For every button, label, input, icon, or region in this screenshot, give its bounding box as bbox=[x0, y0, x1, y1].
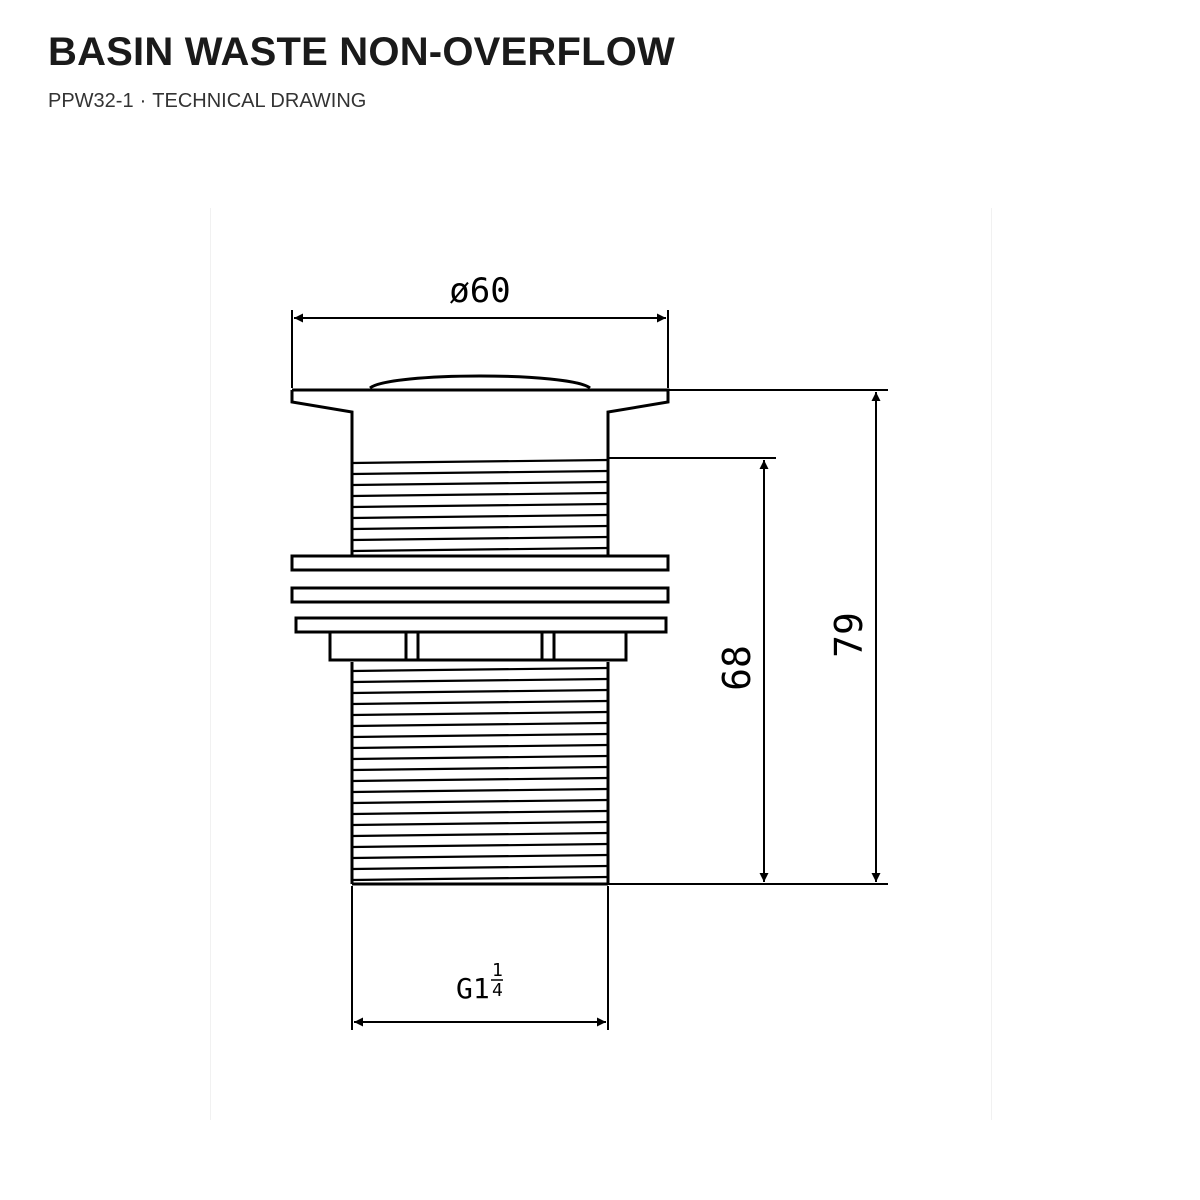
subtitle-separator: · bbox=[139, 90, 147, 112]
thread-line bbox=[351, 798, 609, 805]
flange bbox=[290, 388, 670, 458]
thread-line bbox=[351, 721, 609, 728]
washer-3 bbox=[294, 616, 668, 634]
washer-1 bbox=[290, 554, 670, 572]
thread-length-label: 68 bbox=[715, 645, 759, 691]
thread-line bbox=[351, 480, 609, 487]
thread-line bbox=[351, 875, 609, 882]
thread-line bbox=[351, 787, 609, 794]
thread-line bbox=[351, 688, 609, 695]
dome-cap bbox=[369, 374, 591, 390]
thread-line bbox=[351, 842, 609, 849]
thread-line bbox=[351, 502, 609, 509]
thread-line bbox=[351, 809, 609, 816]
backnut-slot-right bbox=[540, 630, 556, 662]
diameter-label: ø60 bbox=[449, 271, 510, 311]
thread-line bbox=[351, 699, 609, 706]
thread-size-denominator: 4 bbox=[492, 980, 503, 1001]
overall-height-label: 79 bbox=[827, 612, 871, 658]
thread-line bbox=[351, 754, 609, 761]
thread-line bbox=[351, 458, 609, 465]
thread-size-label: G1 bbox=[456, 972, 490, 1005]
thread-line bbox=[351, 513, 609, 520]
upper-threads bbox=[351, 458, 609, 553]
thread-line bbox=[351, 469, 609, 476]
page-subtitle: PPW32-1·TECHNICAL DRAWING bbox=[48, 90, 366, 113]
backnut-slot-left bbox=[404, 630, 420, 662]
backnut-washers bbox=[290, 554, 670, 662]
thread-line bbox=[351, 776, 609, 783]
drawing-frame bbox=[210, 208, 992, 1120]
thread-line bbox=[351, 820, 609, 827]
thread-line bbox=[351, 491, 609, 498]
page-title: BASIN WASTE NON-OVERFLOW bbox=[48, 30, 676, 74]
thread-line bbox=[351, 765, 609, 772]
thread-line bbox=[351, 677, 609, 684]
thread-size-numerator: 1 bbox=[492, 960, 503, 981]
dimension-lines bbox=[291, 310, 888, 1030]
thread-line bbox=[351, 535, 609, 542]
thread-line bbox=[351, 732, 609, 739]
product-code: PPW32-1 bbox=[48, 90, 134, 112]
thread-line bbox=[351, 524, 609, 531]
thread-line bbox=[351, 864, 609, 871]
lower-threads bbox=[351, 666, 609, 882]
backnut bbox=[328, 630, 628, 662]
washer-2 bbox=[290, 586, 670, 604]
thread-line bbox=[351, 743, 609, 750]
thread-line bbox=[351, 831, 609, 838]
thread-line bbox=[351, 546, 609, 553]
drawing-type-label: TECHNICAL DRAWING bbox=[152, 90, 367, 112]
thread-line bbox=[351, 666, 609, 673]
thread-line bbox=[351, 853, 609, 860]
thread-line bbox=[351, 710, 609, 717]
